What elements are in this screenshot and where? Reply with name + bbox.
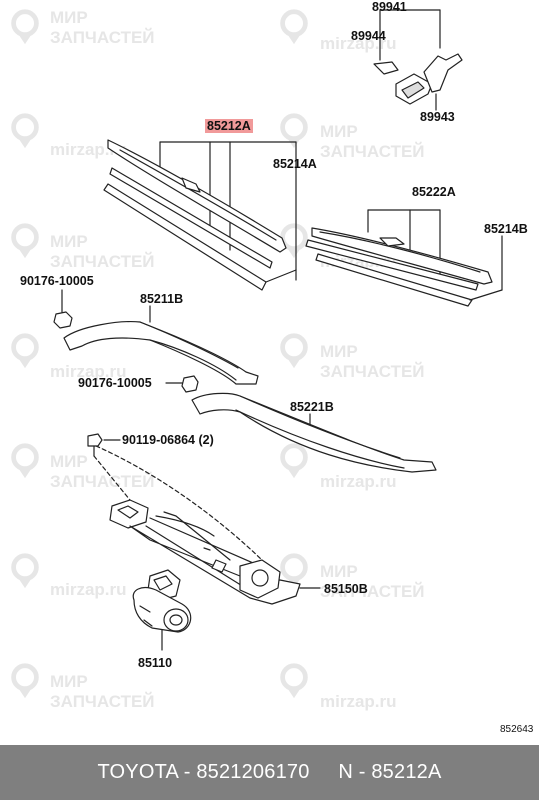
watermark-logo-icon <box>11 663 39 699</box>
watermark-site: mirzap.ru <box>50 580 127 599</box>
part-label-85214A[interactable]: 85214A <box>273 157 317 171</box>
watermark-text: МИР <box>50 232 88 251</box>
watermark-text: ЗАПЧАСТЕЙ <box>50 252 155 271</box>
wiper-linkage-85150B-drawing <box>109 499 321 605</box>
part-label-85211B[interactable]: 85211B <box>140 292 184 306</box>
watermark-logo-icon <box>11 9 39 45</box>
watermark-site: mirzap.ru <box>320 472 397 491</box>
part-label-90119[interactable]: 90119-06864 (2) <box>122 433 214 447</box>
footer-part-info: TOYOTA - 8521206170 N - 85212A <box>97 761 442 783</box>
wiper-arm-85221B-drawing <box>191 392 437 473</box>
wiper-motor-85110-drawing <box>132 569 192 651</box>
watermark-logo-icon <box>280 223 308 259</box>
watermark-text: МИР <box>50 672 88 691</box>
watermark-logo-icon <box>280 663 308 699</box>
watermark-logo-icon <box>11 113 39 149</box>
bolt-90119-drawing <box>87 433 121 457</box>
watermark-text: ЗАПЧАСТЕЙ <box>320 142 425 161</box>
part-label-85110[interactable]: 85110 <box>138 656 173 670</box>
part-label-89941[interactable]: 89941 <box>372 0 407 14</box>
watermark-text: МИР <box>320 342 358 361</box>
part-label-85212A-highlighted[interactable]: 85212A <box>205 119 253 133</box>
footer-bar: TOYOTA - 8521206170 N - 85212A <box>0 745 539 800</box>
wiper-blade-85212A-drawing <box>103 139 297 291</box>
watermark-text: МИР <box>50 8 88 27</box>
watermark-logo-icon <box>11 223 39 259</box>
watermark-site: mirzap.ru <box>320 692 397 711</box>
part-label-89943[interactable]: 89943 <box>420 110 455 124</box>
watermark-logo-icon <box>11 553 39 589</box>
assembly-leader-dashes <box>93 445 263 561</box>
part-label-90176-upper[interactable]: 90176-10005 <box>20 274 94 288</box>
nut-90176-upper-drawing <box>53 289 73 329</box>
watermark-text: МИР <box>320 562 358 581</box>
watermark-text: ЗАПЧАСТЕЙ <box>50 692 155 711</box>
diagram-code: 852643 <box>500 724 534 735</box>
part-label-85214B[interactable]: 85214B <box>484 222 528 236</box>
watermark-site: mirzap.ru <box>50 362 127 381</box>
watermark-text: ЗАПЧАСТЕЙ <box>320 582 425 601</box>
parts-drawing <box>53 9 503 651</box>
part-label-89944[interactable]: 89944 <box>351 29 386 43</box>
watermark-text: ЗАПЧАСТЕЙ <box>50 28 155 47</box>
part-label-85221B[interactable]: 85221B <box>290 400 334 414</box>
nut-90176-lower-drawing <box>165 375 199 393</box>
watermark-logo-icon <box>11 443 39 479</box>
clip-89941-drawing <box>373 9 463 111</box>
watermark-text: ЗАПЧАСТЕЙ <box>320 362 425 381</box>
part-label-85222A[interactable]: 85222A <box>412 185 456 199</box>
part-label-85150B[interactable]: 85150B <box>324 582 368 596</box>
watermark-logo-icon <box>280 443 308 479</box>
watermark-site: mirzap.ru <box>50 140 127 159</box>
watermark-logo-icon <box>280 9 308 45</box>
wiper-blade-85222A-drawing <box>305 209 503 307</box>
wiper-arm-85211B-drawing <box>63 305 259 385</box>
watermark-logo-icon <box>11 333 39 369</box>
watermark-text: МИР <box>320 122 358 141</box>
part-label-90176-lower[interactable]: 90176-10005 <box>78 376 152 390</box>
watermark-site: mirzap.ru <box>320 34 397 53</box>
watermark-text: МИР <box>50 452 88 471</box>
watermark-logo-icon <box>280 333 308 369</box>
watermark-text: ЗАПЧАСТЕЙ <box>50 472 155 491</box>
